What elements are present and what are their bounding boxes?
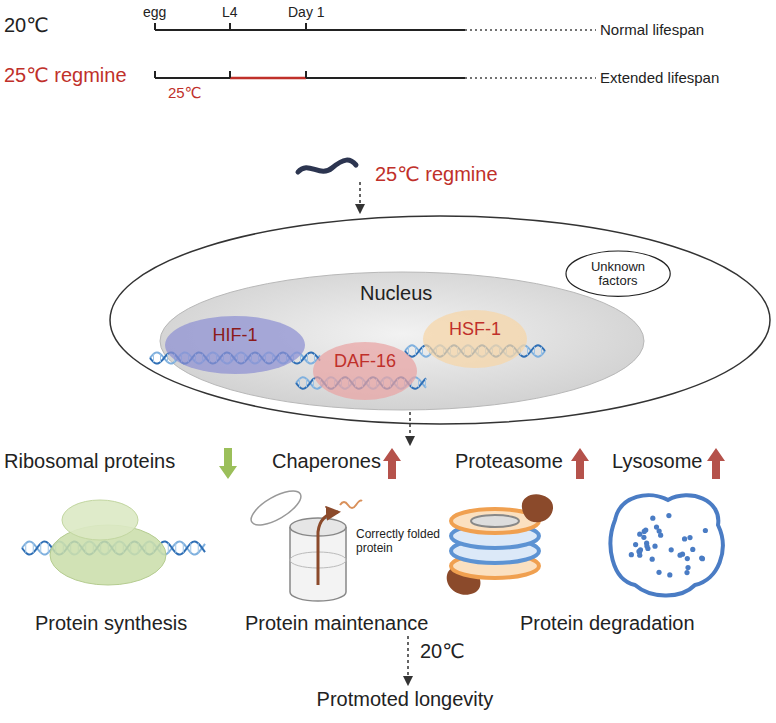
category-label: Ribosomal proteins bbox=[4, 450, 175, 473]
up-arrow bbox=[707, 448, 725, 479]
timeline-normal bbox=[155, 23, 596, 30]
process-label: Protein synthesis bbox=[35, 612, 187, 635]
stage-label: L4 bbox=[222, 4, 238, 20]
category-label: Lysosome bbox=[612, 450, 702, 473]
stage-label: egg bbox=[143, 4, 166, 20]
chaperone-icon bbox=[246, 484, 362, 601]
up-arrow bbox=[571, 448, 589, 479]
node-label: DAF-16 bbox=[334, 351, 396, 372]
category-label: Proteasome bbox=[455, 450, 563, 473]
dashed-arrow bbox=[409, 412, 411, 444]
worm-icon bbox=[298, 160, 356, 172]
temperature-label: 20℃ bbox=[4, 14, 49, 37]
regime-label: 25℃ regmine bbox=[4, 64, 127, 87]
process-label: Protein maintenance bbox=[245, 612, 428, 635]
dashed-arrow bbox=[359, 182, 361, 212]
outcome-label: Protmoted longevity bbox=[290, 688, 520, 711]
transcription-factor: HSF-1 bbox=[423, 310, 527, 368]
compartment-label: Nucleus bbox=[360, 282, 432, 305]
node-label: Unknown factors bbox=[581, 260, 655, 289]
lifespan-label: Extended lifespan bbox=[600, 69, 719, 86]
node-label: HIF-1 bbox=[213, 325, 258, 346]
up-arrow bbox=[383, 448, 401, 479]
nucleus: HIF-1DAF-16 HSF-1 Nucleus bbox=[160, 272, 645, 410]
dashed-arrow bbox=[407, 636, 409, 684]
temperature-label: 25℃ bbox=[168, 84, 202, 101]
temperature-label: 20℃ bbox=[420, 640, 465, 663]
ribosome-icon bbox=[22, 500, 205, 585]
timeline-extended bbox=[155, 71, 596, 78]
transcription-factor: DAF-16 bbox=[313, 342, 417, 400]
proteasome-icon bbox=[447, 494, 553, 594]
process-label: Protein degradation bbox=[520, 612, 695, 635]
transcription-factor: HIF-1 bbox=[165, 316, 305, 374]
annotation: Correctly folded protein bbox=[356, 528, 441, 556]
cell-outline bbox=[110, 216, 770, 424]
stage-label: Day 1 bbox=[288, 4, 325, 20]
lifespan-label: Normal lifespan bbox=[600, 21, 704, 38]
category-label: Chaperones bbox=[272, 450, 381, 473]
down-arrow bbox=[219, 448, 237, 479]
nucleus-outline bbox=[160, 272, 644, 410]
node-label: HSF-1 bbox=[449, 319, 501, 340]
lysosome-icon bbox=[611, 495, 723, 595]
unknown-factors: Unknown factors bbox=[565, 250, 671, 297]
regime-label: 25℃ regmine bbox=[375, 163, 498, 186]
